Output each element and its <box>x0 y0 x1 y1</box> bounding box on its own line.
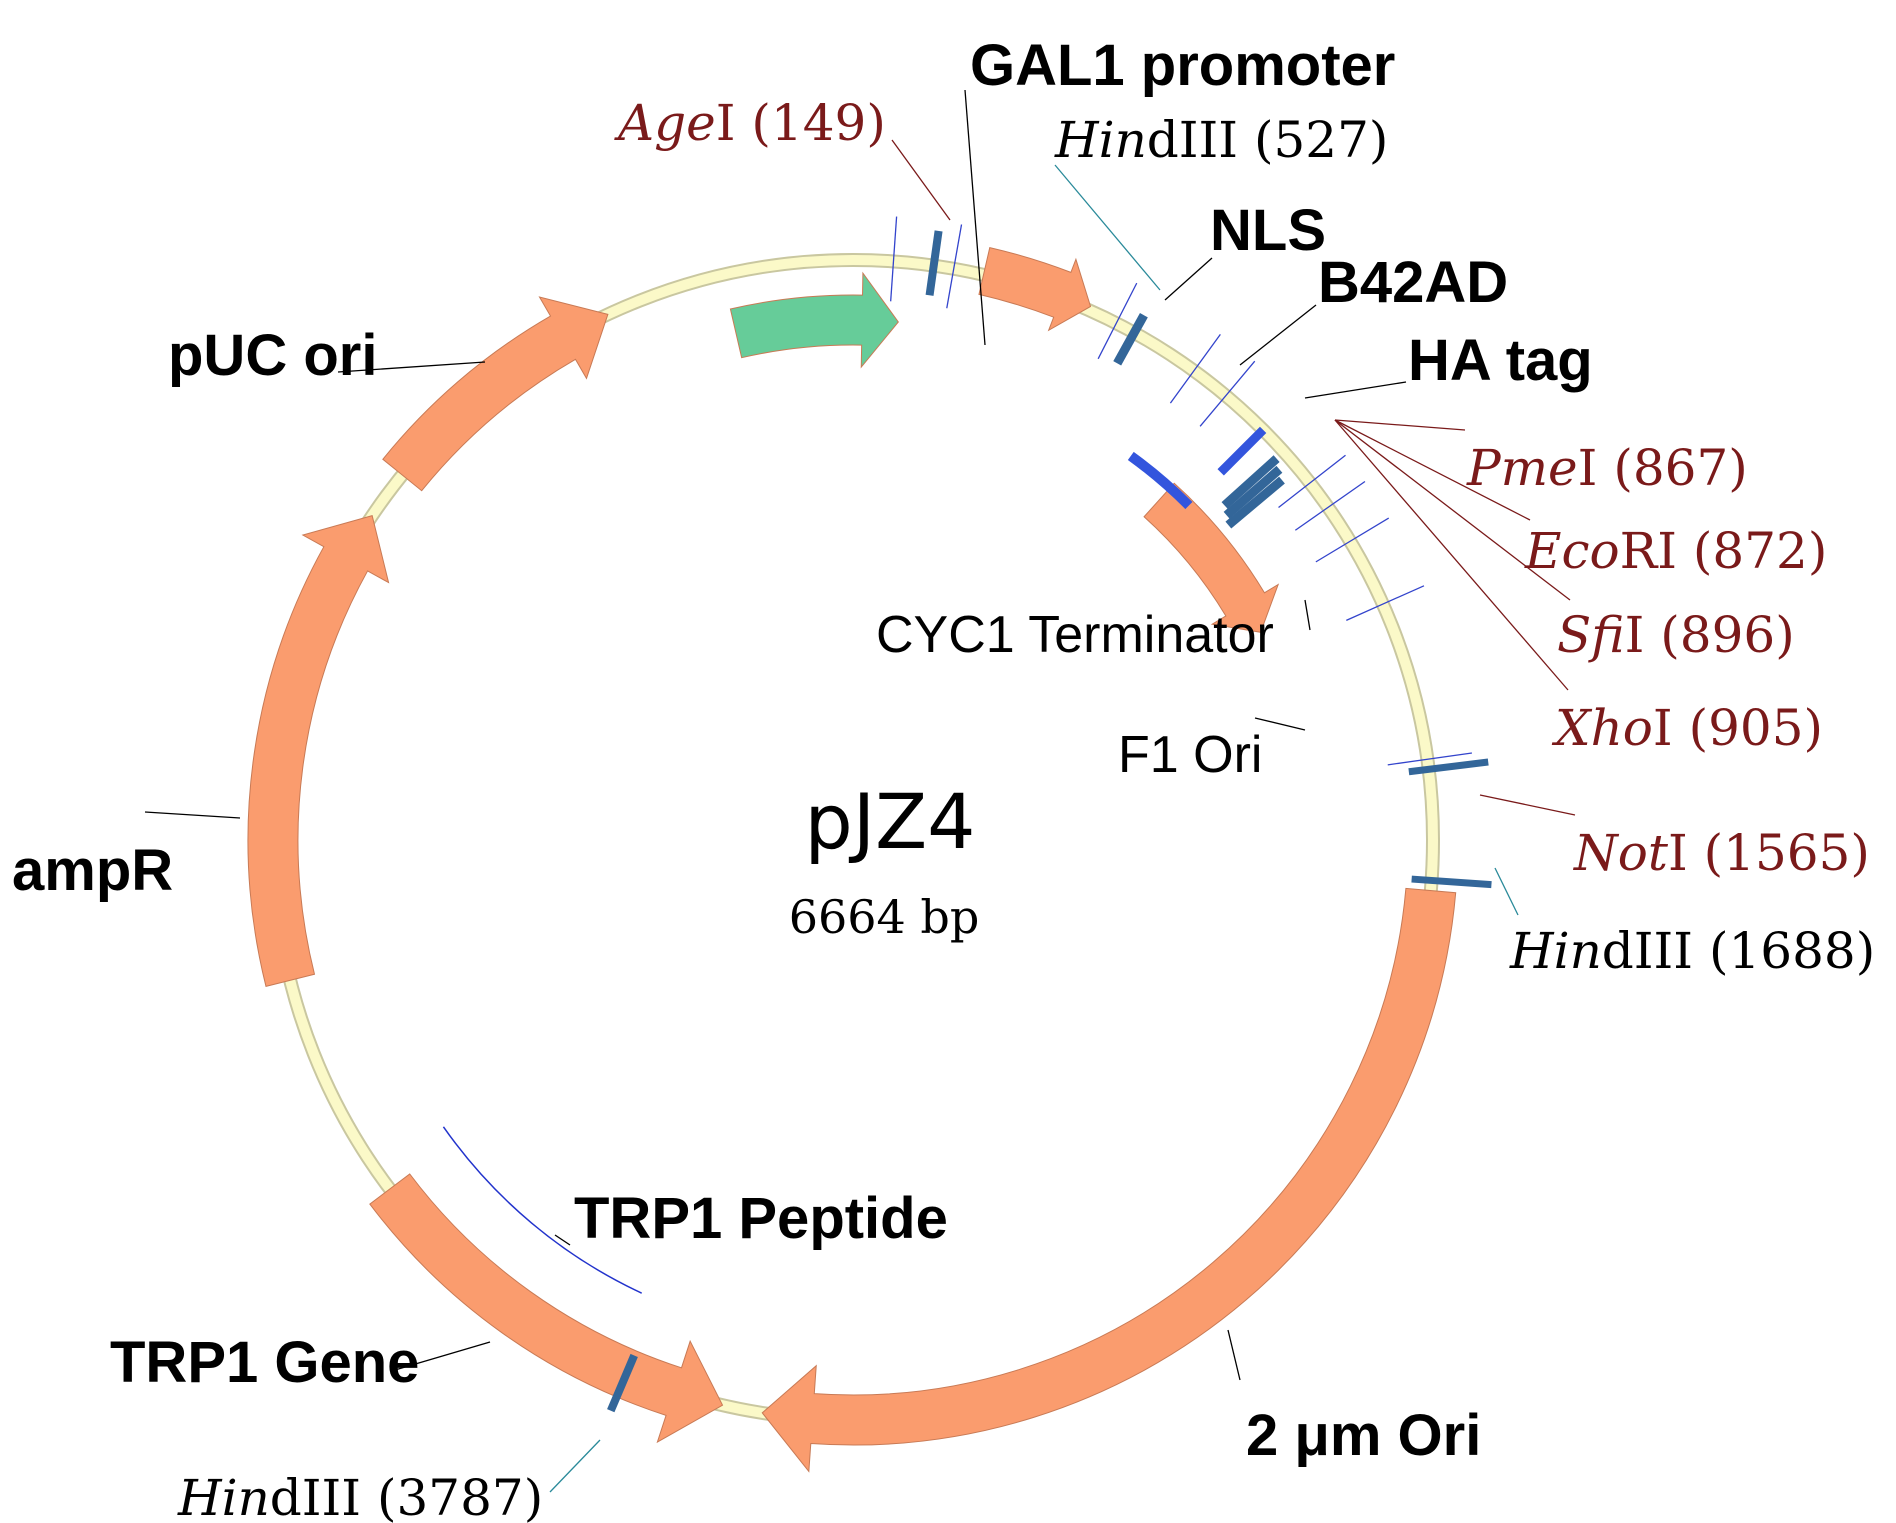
plasmid-size: 6664 bp <box>789 890 980 944</box>
site-mark-sfii <box>1225 476 1285 529</box>
feature-arrows <box>247 246 1457 1473</box>
thin-tick-2 <box>1097 282 1138 360</box>
leader-hindiii-527 <box>1054 164 1161 291</box>
site-mark-ecori <box>1223 465 1283 519</box>
label-2um-ori: 2 μm Ori <box>1246 1403 1481 1468</box>
thin-tick-7 <box>1315 517 1390 563</box>
trp1-peptide-arc <box>442 1126 643 1294</box>
leader-noti <box>1479 794 1576 816</box>
leader-cyc1 <box>1304 599 1311 631</box>
leader-pmei-a <box>1334 419 1466 431</box>
feature-arrow-ampr <box>247 515 390 987</box>
site-mark-agei <box>925 230 943 296</box>
label-puc-ori: pUC ori <box>168 323 377 388</box>
feature-arrow-trp1-gene <box>369 1173 724 1444</box>
leader-trp1-gene <box>394 1341 491 1371</box>
site-label-hindiii-527: HindIII (527) <box>1054 111 1388 169</box>
feature-labels: GAL1 promoter NLS B42AD HA tag CYC1 Term… <box>12 33 1593 1468</box>
leader-ha-tag <box>1304 381 1407 399</box>
leader-2um-ori <box>1227 1329 1241 1381</box>
thin-tick-0 <box>890 216 898 302</box>
thin-tick-1 <box>946 224 963 309</box>
feature-arrow-f1-ori <box>1143 482 1280 633</box>
site-label-hindiii-1688: HindIII (1688) <box>1509 922 1875 980</box>
thin-tick-3 <box>1169 333 1221 404</box>
site-mark-hindiii-1688 <box>1411 875 1492 889</box>
thin-tick-4 <box>1199 360 1256 427</box>
label-trp1-peptide: TRP1 Peptide <box>574 1186 948 1251</box>
site-mark-noti <box>1408 758 1489 776</box>
leader-trp1-peptide <box>554 1234 571 1246</box>
leader-b42ad <box>1239 304 1317 366</box>
leader-ampr <box>144 811 241 819</box>
feature-arrow-nls-b42ad <box>978 246 1092 332</box>
site-label-xhoi: XhoI (905) <box>1551 699 1823 757</box>
leader-f1-ori <box>1254 717 1306 731</box>
leader-nls <box>1164 257 1213 301</box>
plasmid-name: pJZ4 <box>804 777 975 866</box>
feature-arrow-2um-ori <box>761 887 1457 1473</box>
leader-xhoi <box>1334 419 1569 691</box>
plasmid-title: pJZ4 6664 bp <box>789 777 980 944</box>
thin-tick-9 <box>1387 752 1473 766</box>
site-label-noti: NotI (1565) <box>1573 824 1870 882</box>
site-label-agei: AgeI (149) <box>614 94 886 152</box>
thin-tick-6 <box>1294 480 1366 531</box>
leader-hindiii-1688 <box>1494 867 1519 916</box>
site-mark-ha-tag <box>1217 426 1267 476</box>
leader-lines <box>144 89 1576 1493</box>
leader-gal1-promoter <box>964 89 986 346</box>
thin-tick-8 <box>1346 585 1425 621</box>
site-mark-hindiii-527 <box>1113 313 1148 366</box>
label-b42ad: B42AD <box>1318 250 1508 315</box>
site-mark-pmei <box>1221 455 1280 509</box>
site-label-hindiii-3787: HindIII (3787) <box>177 1469 543 1523</box>
site-labels: AgeI (149) HindIII (527) PmeI (867) EcoR… <box>177 94 1875 1523</box>
leader-hindiii-3787 <box>549 1439 601 1493</box>
label-trp1-gene: TRP1 Gene <box>110 1330 419 1395</box>
thin-tick-5 <box>1278 454 1346 509</box>
cyc1-terminator-mark <box>1127 451 1193 510</box>
feature-arrow-gal1-promoter <box>729 271 899 369</box>
label-cyc1-terminator: CYC1 Terminator <box>876 606 1274 664</box>
label-f1-ori: F1 Ori <box>1118 726 1262 784</box>
site-mark-hindiii-3787 <box>607 1353 638 1413</box>
label-ampr: ampR <box>12 838 173 903</box>
feature-arrow-puc-ori <box>382 296 609 492</box>
label-ha-tag: HA tag <box>1408 328 1593 393</box>
label-gal1-promoter: GAL1 promoter <box>970 33 1395 98</box>
leader-ecori <box>1334 419 1531 521</box>
label-nls: NLS <box>1210 198 1326 263</box>
leader-puc-ori <box>337 361 486 373</box>
site-ticks <box>442 216 1492 1413</box>
site-label-pmei: PmeI (867) <box>1466 439 1748 497</box>
site-label-ecori: EcoRI (872) <box>1524 522 1827 580</box>
leader-sfii <box>1334 419 1571 601</box>
site-label-sfii: SfiI (896) <box>1557 606 1795 664</box>
leader-agei <box>891 139 951 221</box>
